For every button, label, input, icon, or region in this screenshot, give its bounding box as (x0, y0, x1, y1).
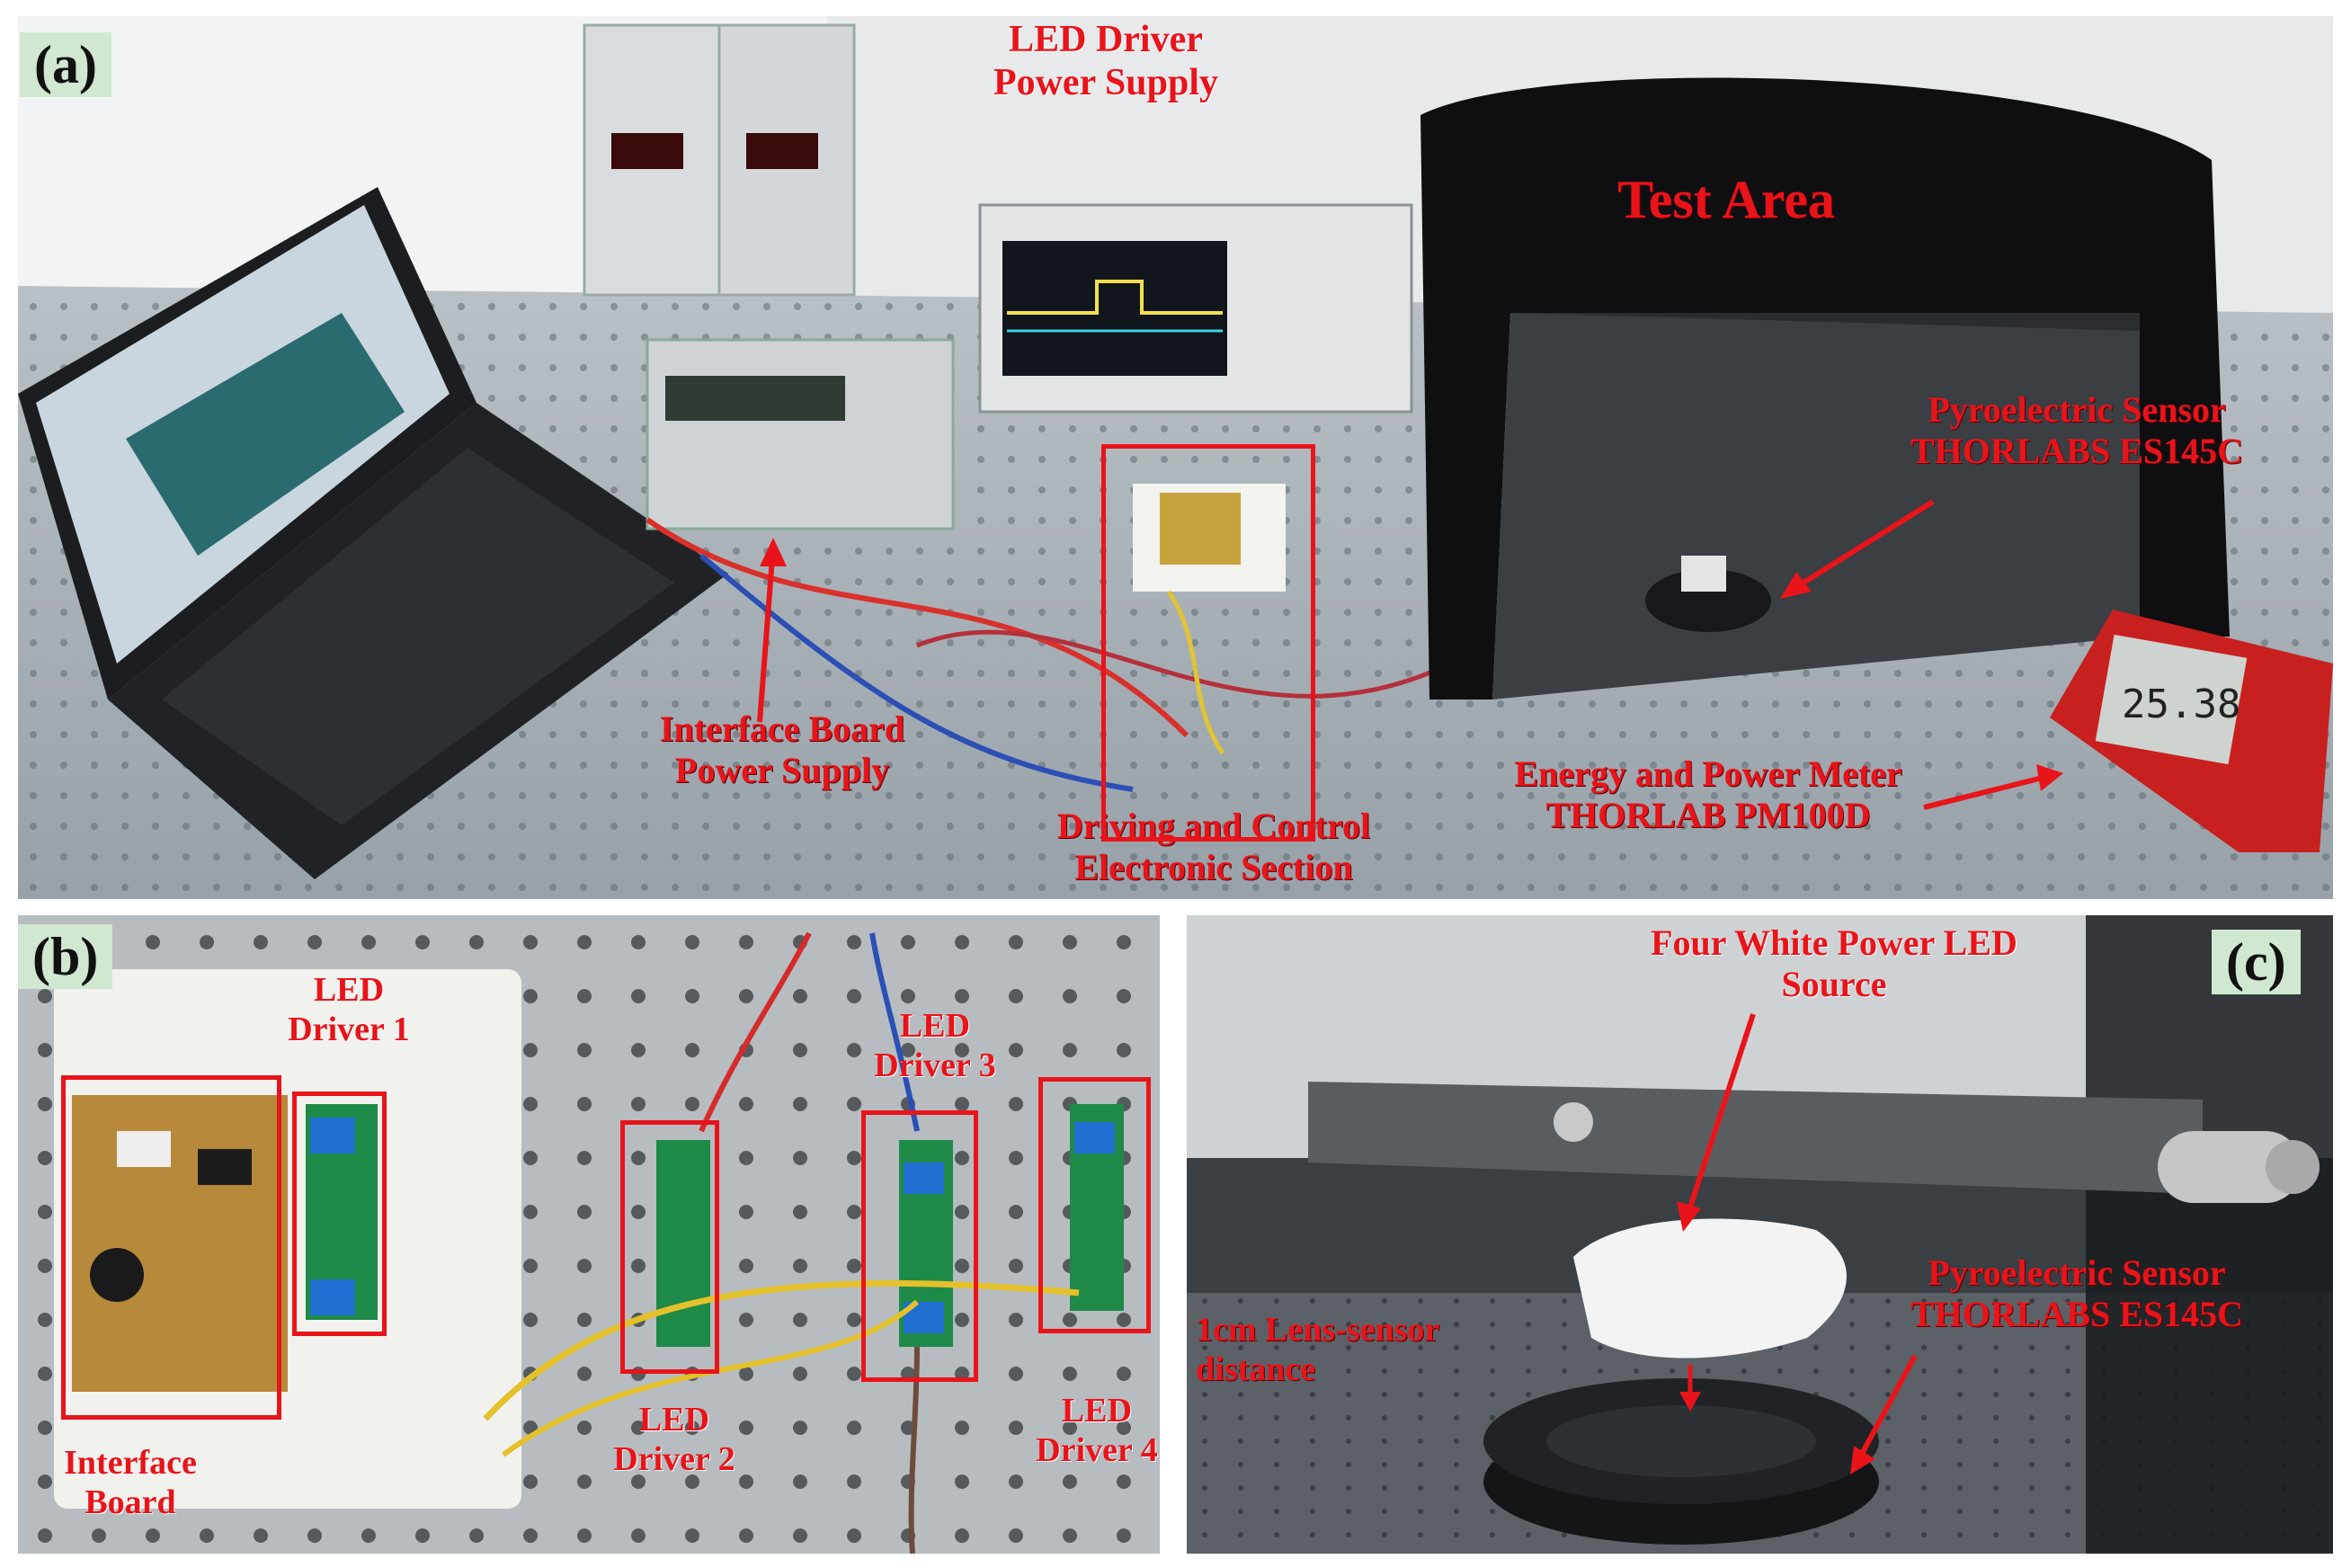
test-area-label: Test Area (1617, 170, 1835, 229)
driving-control-highlight-box (1101, 444, 1315, 842)
interface-board-pcb (72, 1095, 288, 1392)
interface-board-box (61, 1075, 281, 1420)
energy-power-meter-label: Energy and Power Meter THORLAB PM100D (1514, 753, 1902, 835)
panel-b-photo (18, 915, 1160, 1554)
panel-a-photo (18, 16, 2333, 899)
led-driver-1-label: LED Driver 1 (288, 971, 410, 1048)
led-driver-4-box (1038, 1077, 1151, 1333)
led-driver-2-box (620, 1120, 719, 1374)
led-holder-bar (1308, 1082, 2203, 1194)
led-driver-4-label: LED Driver 4 (1036, 1392, 1158, 1469)
led-driver-1-box (292, 1091, 387, 1336)
arrows-panel-a (757, 499, 2063, 810)
arrows-panel-c (1677, 1013, 1918, 1474)
panel-b-tag: (b) (18, 924, 113, 989)
led-driver-3-label: LED Driver 3 (874, 1007, 996, 1084)
panel-c-photo (1187, 915, 2333, 1554)
interface-board-label: Interface Board (64, 1444, 197, 1521)
pyroelectric-sensor (1645, 569, 1771, 632)
panel-a: (a) LED Driver Power Supply Test Area Py… (18, 16, 2333, 899)
led-driver-3-box (861, 1110, 978, 1382)
interface-board-power-supply-label: Interface Board Power Supply (659, 708, 905, 790)
test-area-enclosure (1420, 77, 2230, 700)
panel-a-tag: (a) (20, 32, 111, 97)
panel-b: (b) LED Driver 1 LED Driver 2 LED Driver… (18, 915, 1160, 1554)
led-driver-2-label: LED Driver 2 (613, 1401, 735, 1478)
led-source (1573, 1218, 1847, 1359)
pyroelectric-sensor-label-c: Pyroelectric Sensor THORLABS ES145C (1910, 1252, 2244, 1334)
four-white-led-label: Four White Power LED Source (1651, 922, 2017, 1004)
lens-sensor-distance-label: 1cm Lens-sensor distance (1196, 1311, 1440, 1388)
power-meter-reading: 25.38 (2122, 682, 2241, 727)
pyroelectric-sensor-label-a: Pyroelectric Sensor THORLABS ES145C (1910, 389, 2244, 471)
led-driver-power-supply-label: LED Driver Power Supply (993, 19, 1219, 104)
panel-c: (c) Four White Power LED Source Pyroelec… (1187, 915, 2333, 1554)
panel-c-tag: (c) (2212, 930, 2301, 994)
